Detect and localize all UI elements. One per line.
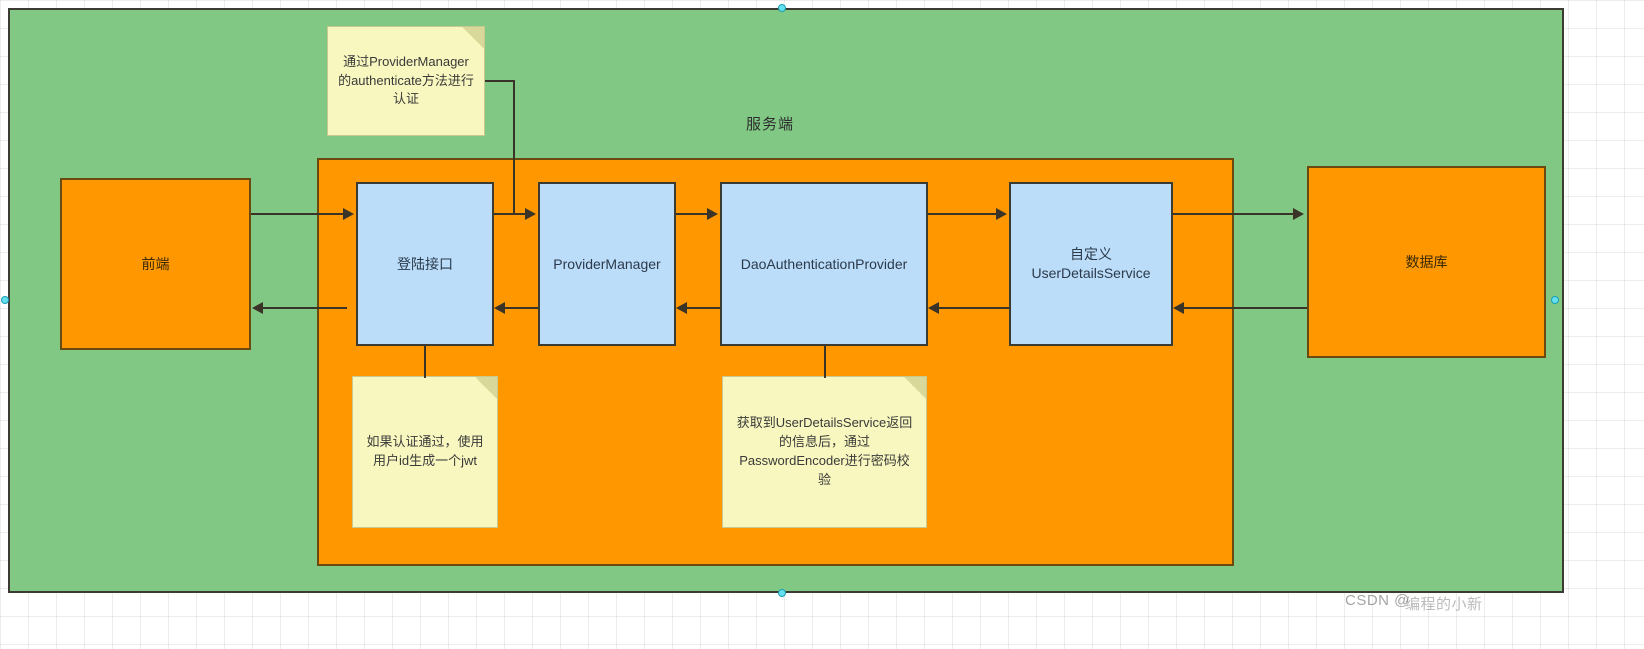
connector-frontend-to-login xyxy=(251,213,345,215)
connector-provider-to-login xyxy=(505,307,538,309)
leader-note-authenticate-horizontal xyxy=(485,80,515,82)
arrowhead-dao-to-provider xyxy=(676,302,687,314)
arrowhead-login-to-provider xyxy=(525,208,536,220)
arrowhead-uds-to-database xyxy=(1293,208,1304,220)
node-login-interface[interactable]: 登陆接口 xyxy=(356,182,494,346)
connector-provider-to-dao xyxy=(676,213,709,215)
connector-database-to-uds xyxy=(1184,307,1307,309)
note-fold-icon xyxy=(462,27,484,49)
arrowhead-database-to-uds xyxy=(1173,302,1184,314)
server-outer-container[interactable]: 服务端 前端 登陆接口 ProviderManager DaoAuthentic… xyxy=(8,8,1564,593)
connector-dao-to-uds xyxy=(928,213,996,215)
node-frontend[interactable]: 前端 xyxy=(60,178,251,350)
node-dao-authentication-provider[interactable]: DaoAuthenticationProvider xyxy=(720,182,928,346)
arrowhead-dao-to-uds xyxy=(996,208,1007,220)
selection-handle-right[interactable] xyxy=(1551,296,1559,304)
leader-note-jwt xyxy=(424,346,426,378)
note-password-check[interactable]: 获取到UserDetailsService返回的信息后，通过PasswordEn… xyxy=(722,376,927,528)
node-user-details-service[interactable]: 自定义 UserDetailsService xyxy=(1009,182,1173,346)
connector-uds-to-database xyxy=(1173,213,1294,215)
selection-handle-left[interactable] xyxy=(1,296,9,304)
note-authenticate-text: 通过ProviderManager的authenticate方法进行认证 xyxy=(338,53,474,107)
connector-login-to-frontend xyxy=(263,307,347,309)
node-provider-manager[interactable]: ProviderManager xyxy=(538,182,676,346)
arrowhead-login-to-frontend xyxy=(252,302,263,314)
connector-dao-to-provider xyxy=(687,307,720,309)
selection-handle-bottom[interactable] xyxy=(778,589,786,597)
arrowhead-provider-to-dao xyxy=(707,208,718,220)
note-fold-icon xyxy=(904,377,926,399)
note-fold-icon xyxy=(475,377,497,399)
note-jwt[interactable]: 如果认证通过，使用用户id生成一个jwt xyxy=(352,376,498,528)
arrowhead-provider-to-login xyxy=(494,302,505,314)
leader-note-authenticate-vertical xyxy=(513,80,515,214)
node-database[interactable]: 数据库 xyxy=(1307,166,1546,358)
arrowhead-uds-to-dao xyxy=(928,302,939,314)
note-authenticate[interactable]: 通过ProviderManager的authenticate方法进行认证 xyxy=(327,26,485,136)
csdn-watermark: CSDN @编程的小新 xyxy=(1345,592,1482,613)
server-container-title: 服务端 xyxy=(745,116,794,133)
arrowhead-frontend-to-login xyxy=(343,208,354,220)
leader-note-password-check xyxy=(824,346,826,378)
connector-login-to-provider xyxy=(494,213,527,215)
note-password-check-text: 获取到UserDetailsService返回的信息后，通过PasswordEn… xyxy=(736,415,913,487)
note-jwt-text: 如果认证通过，使用用户id生成一个jwt xyxy=(366,434,484,468)
watermark-author: 编程的小新 xyxy=(1405,596,1483,613)
watermark-prefix: CSDN @ xyxy=(1345,592,1410,609)
connector-uds-to-dao xyxy=(939,307,1009,309)
selection-handle-top[interactable] xyxy=(778,4,786,12)
